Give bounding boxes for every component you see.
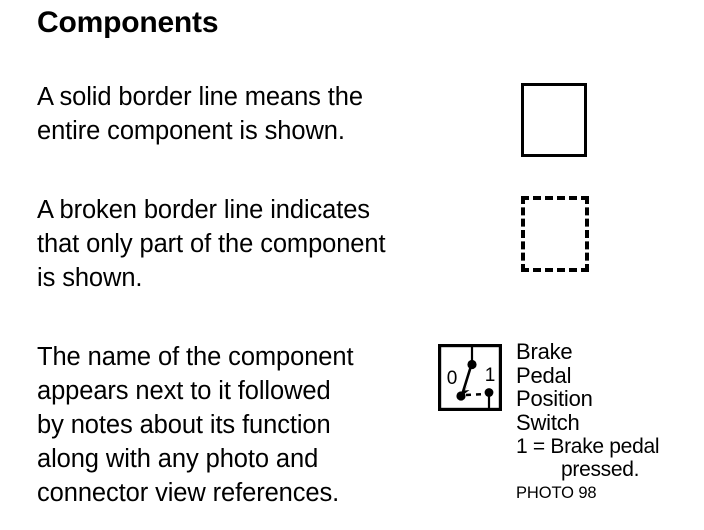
switch-label-1: 1 — [485, 365, 496, 386]
component-note-line-2: pressed. — [561, 458, 640, 481]
broken-border-example-box — [521, 196, 589, 272]
solid-border-example-box — [521, 83, 587, 157]
page-title: Components — [37, 6, 219, 39]
paragraph-component-name: The name of the component appears next t… — [37, 343, 354, 507]
component-label-line-3: Position — [516, 386, 593, 411]
component-label-line-2: Pedal — [516, 362, 572, 388]
component-note-line-1: 1 = Brake pedal — [516, 435, 660, 458]
switch-upper-contact-dot — [467, 359, 477, 370]
switch-lower-contact-dot — [484, 388, 494, 397]
paragraph-broken-border: A broken border line indicates that only… — [37, 196, 386, 292]
switch-symbol-drawing: 0 1 — [438, 344, 502, 411]
photo-reference: PHOTO 98 — [516, 484, 597, 502]
switch-label-0: 0 — [447, 368, 458, 389]
component-label-line-4: Switch — [516, 409, 580, 435]
switch-blade-line — [460, 365, 473, 396]
switch-box-outline — [438, 344, 502, 411]
switch-dashed-travel-path — [465, 392, 487, 397]
component-label-block: Brake Pedal Position Switch 1 = Brake pe… — [516, 340, 701, 503]
component-label-line-1: Brake — [516, 339, 573, 364]
paragraph-solid-border: A solid border line means the entire com… — [37, 83, 363, 145]
brake-pedal-position-switch-symbol: 0 1 — [438, 344, 502, 411]
switch-pivot-dot — [456, 391, 466, 401]
